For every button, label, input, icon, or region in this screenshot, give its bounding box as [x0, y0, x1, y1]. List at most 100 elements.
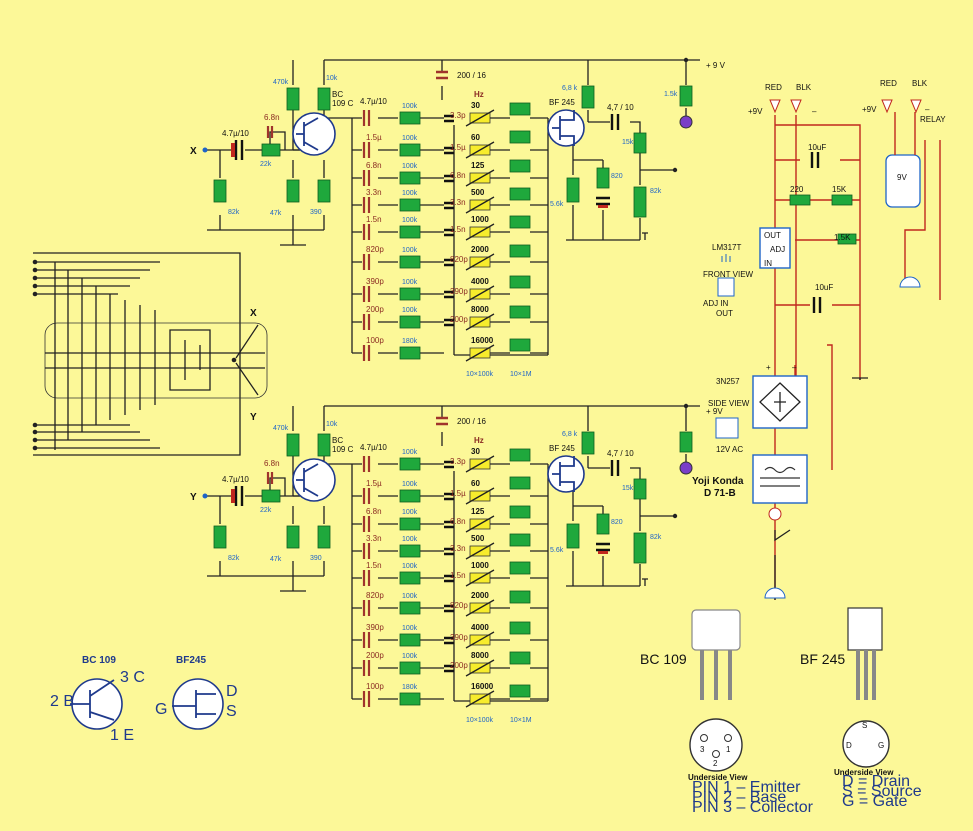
- label-200uf: 200 / 16: [457, 71, 486, 80]
- label-band-freq: 500: [471, 188, 485, 197]
- label-band-ccap: 200p: [450, 315, 468, 324]
- label-82k: 82k: [228, 555, 240, 562]
- switch-y: Y: [250, 412, 257, 423]
- label-82k-out: 82k: [650, 534, 662, 541]
- label-band-freq: 30: [471, 101, 480, 110]
- label-band-freq: 2000: [471, 245, 489, 254]
- label-470k: 470k: [273, 425, 289, 432]
- label-band-res: 100k: [402, 481, 418, 488]
- label-pin-s: S: [226, 703, 237, 720]
- label-pot-note: 10×100k: [466, 717, 494, 724]
- packages: [689, 607, 890, 772]
- label-adj: ADJ: [770, 245, 785, 254]
- label-band-cap: 3.3n: [366, 188, 382, 197]
- label-blk-2: BLK: [912, 79, 928, 88]
- label-bc109c: 109 C: [332, 99, 354, 108]
- label-relay: RELAY: [920, 115, 946, 124]
- label-out-cap: 4,7 / 10: [607, 103, 634, 112]
- label-band-ccap: 1.5µ: [450, 143, 466, 152]
- label-200uf: 200 / 16: [457, 417, 486, 426]
- label-1m-note: 10×1M: [510, 371, 532, 378]
- label-band-cap: 390p: [366, 623, 384, 632]
- label-10uf-mid: 10uF: [815, 283, 833, 292]
- label-band-ccap: 1.5n: [450, 571, 466, 580]
- label-bf-g: G = Gate: [842, 793, 907, 810]
- label-220: 220: [790, 185, 804, 194]
- label-band-ccap: 390p: [450, 633, 468, 642]
- label-band-freq: 1000: [471, 561, 489, 570]
- label-plus9-2: +9V: [862, 105, 877, 114]
- label-15k: 15k: [622, 485, 634, 492]
- label-input-cap: 4.7µ/10: [222, 129, 249, 138]
- label-input-cap: 4.7µ/10: [222, 475, 249, 484]
- label-underside-2: Underside View: [834, 768, 894, 777]
- label-band-cap: 6.8n: [366, 507, 382, 516]
- label-820: 820: [611, 519, 623, 526]
- label-82k-out: 82k: [650, 188, 662, 195]
- label-band-cap: 1.5µ: [366, 479, 382, 488]
- label-band-freq: 4000: [471, 277, 489, 286]
- label-10k: 10k: [326, 75, 338, 82]
- label-band-ccap: 820p: [450, 255, 468, 264]
- label-band-res: 100k: [402, 135, 418, 142]
- label-pkg-n1: 1: [726, 745, 731, 754]
- label-minus: –: [812, 107, 817, 116]
- input-label: X: [190, 146, 197, 157]
- label-hz: Hz: [474, 436, 484, 445]
- label-bc109c: BC: [332, 90, 343, 99]
- label-supply-top: + 9 V: [706, 61, 726, 70]
- label-pkg-s: S: [862, 721, 867, 730]
- label-band-res: 100k: [402, 593, 418, 600]
- label-band-freq: 8000: [471, 305, 489, 314]
- label-bc109-symbol: BC 109: [82, 655, 116, 666]
- label-band-cap: 200p: [366, 305, 384, 314]
- label-band-res: 100k: [402, 279, 418, 286]
- label-band-res: 100k: [402, 653, 418, 660]
- label-band-cap: 100p: [366, 682, 384, 691]
- label-side-view: SIDE VIEW: [708, 399, 750, 408]
- label-pkg-n3: 3: [700, 745, 705, 754]
- label-6n8: 6.8n: [264, 113, 280, 122]
- label-underside: Underside View: [688, 773, 748, 782]
- label-pkg-g: G: [878, 741, 884, 750]
- label-band-cap: 1.5µ: [366, 133, 382, 142]
- label-22k: 22k: [260, 507, 272, 514]
- label-pin-b: 2 B: [50, 693, 74, 710]
- label-band-ccap: 1.5µ: [450, 489, 466, 498]
- transistor-symbols: [70, 678, 224, 730]
- label-bc109-pkg: BC 109: [640, 651, 687, 667]
- label-6k8: 6,8 k: [562, 85, 578, 92]
- label-band-freq: 4000: [471, 623, 489, 632]
- label-bc109c: BC: [332, 436, 343, 445]
- label-band-ccap: 6.8n: [450, 171, 466, 180]
- label-band-res: 100k: [402, 217, 418, 224]
- label-band-cap: 1.5n: [366, 561, 382, 570]
- label-minus-2: –: [925, 105, 930, 114]
- label-1k5: 1.5K: [834, 233, 851, 242]
- label-band-res: 100k: [402, 536, 418, 543]
- label-band-res: 100k: [402, 509, 418, 516]
- label-band-freq: 125: [471, 161, 485, 170]
- label-bridge: 3N257: [716, 377, 740, 386]
- label-pin-g: G: [155, 701, 167, 718]
- label-15k-ps: 15K: [832, 185, 847, 194]
- label-band-ccap: 3.3n: [450, 544, 466, 553]
- label-bc-pin2: PIN 2 – Base: [692, 789, 786, 806]
- label-band-ccap: 3.3n: [450, 198, 466, 207]
- label-band-freq: 2000: [471, 591, 489, 600]
- label-band-res: 100k: [402, 307, 418, 314]
- label-band-freq: 500: [471, 534, 485, 543]
- label-red-2: RED: [880, 79, 897, 88]
- label-trafo-model: D 71-B: [704, 488, 736, 499]
- label-47k: 47k: [270, 556, 282, 563]
- label-blk: BLK: [796, 83, 812, 92]
- label-bf-d: D = Drain: [842, 773, 910, 790]
- label-band-freq: 60: [471, 133, 480, 142]
- label-battery: 9V: [897, 173, 907, 182]
- label-band-res: 180k: [402, 684, 418, 691]
- label-band-ccap: 820p: [450, 601, 468, 610]
- label-band-freq: 8000: [471, 651, 489, 660]
- label-band-cap: 3.3n: [366, 534, 382, 543]
- label-band-freq: 16000: [471, 682, 494, 691]
